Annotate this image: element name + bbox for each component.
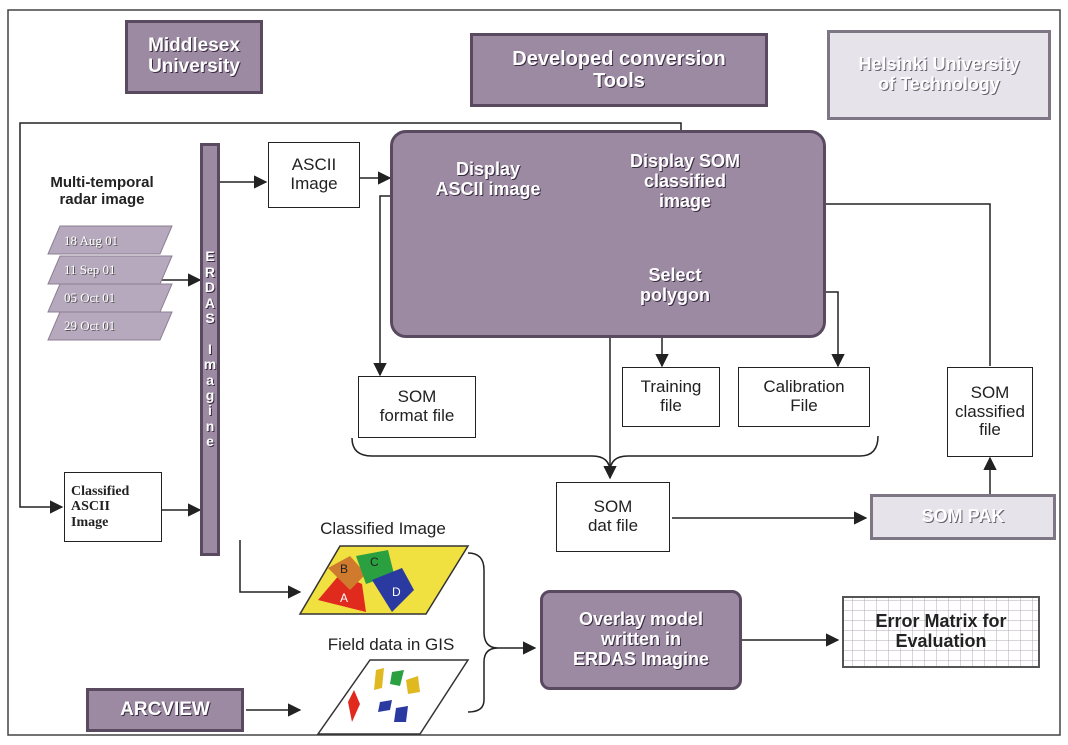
display-som-label: Display SOM classified image [629,151,741,211]
brace-images [467,552,499,713]
radar-date-3: 05 Oct 01 [64,290,116,305]
training-file-box: Training file [622,367,720,427]
som-format-file-box: SOM format file [358,376,476,438]
som-dat-file-box: SOM dat file [556,482,670,552]
field-parcel-4 [348,690,360,722]
radar-date-1: 18 Aug 01 [64,233,119,248]
field-parcel-3 [406,676,420,694]
arrow-to-classified-image [239,540,302,599]
helsinki-university-box: Helsinki University of Technology [827,30,1051,120]
radar-image-stack [47,225,173,341]
field-parcel-6 [394,706,408,722]
display-ascii-label: Display ASCII image [435,159,541,199]
map-letter-a: A [340,591,349,605]
select-polygon-label: Select polygon [640,265,710,305]
map-letter-b: B [340,562,349,576]
map-region-b [328,556,366,590]
error-matrix-box: Error Matrix for Evaluation [842,596,1040,668]
radar-image-4 [47,311,173,341]
som-pak-box: SOM PAK [870,494,1056,540]
classified-map [298,545,470,615]
field-parcel-5 [378,700,392,712]
developed-tools-box: Developed conversion Tools [470,33,768,107]
outer-frame [7,9,1061,736]
overlay-model-box: Overlay model written in ERDAS Imagine [540,590,742,690]
map-letter-d: D [392,585,401,599]
field-parcel-2 [390,670,404,686]
som-classified-file-box: SOM classified file [947,367,1033,457]
classified-image-label: Classified Image [320,519,446,538]
error-matrix-grid [843,596,1039,666]
arcview-box: ARCVIEW [86,688,244,732]
erdas-imagine-bar: E R D A S I m a g i n e [200,143,220,556]
field-data-label: Field data in GIS [327,635,455,654]
radar-image-title: Multi-temporal radar image [50,174,154,208]
radar-date-2: 11 Sep 01 [64,262,116,277]
arrow-to-display-som [766,197,991,366]
field-parcel-1 [374,668,384,690]
map-letter-c: C [370,555,379,569]
map-region-d [372,568,414,612]
field-data-map [316,659,470,735]
middlesex-university-box: Middlesex University [125,20,263,94]
classified-ascii-box: Classified ASCII Image [64,472,162,542]
conversion-tool-panel [390,130,826,338]
calibration-file-box: Calibration File [738,367,870,427]
radar-image-1 [47,225,173,255]
brace-files [351,435,879,473]
ascii-image-box: ASCII Image [268,142,360,208]
field-outline [316,659,470,735]
radar-date-4: 29 Oct 01 [64,318,116,333]
